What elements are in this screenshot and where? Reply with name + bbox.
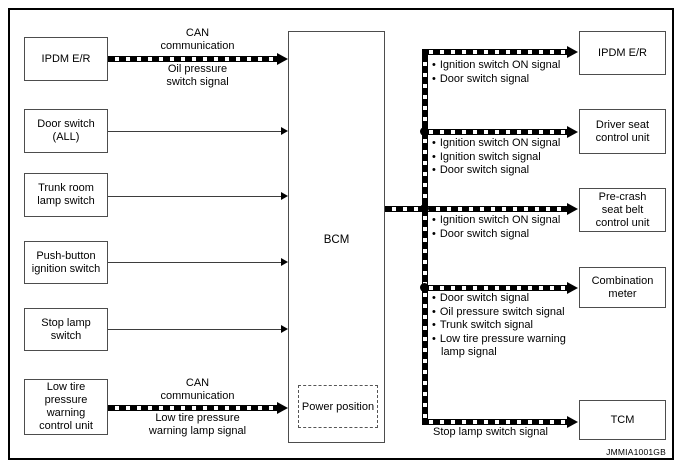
can-branch-driver-seat [422, 129, 568, 135]
node-driver-seat-control-unit: Driver seat control unit [579, 109, 666, 154]
node-bcm: BCM [288, 31, 385, 443]
signal-item: Door switch signal [432, 292, 566, 306]
signal-item: Ignition switch signal [432, 151, 560, 165]
signal-item: Ignition switch ON signal [432, 137, 560, 151]
signal-list-combination-meter: Door switch signal Oil pressure switch s… [432, 292, 566, 360]
signal-list-driver-seat: Ignition switch ON signal Ignition switc… [432, 137, 560, 178]
node-tcm: TCM [579, 400, 666, 440]
node-low-tire-pressure-warning-control-unit: Low tire pressure warning control unit [24, 379, 108, 435]
bcm-label: BCM [323, 234, 350, 246]
can-bus-vertical [422, 49, 428, 425]
signal-item: Ignition switch ON signal [432, 214, 560, 228]
signal-item: Trunk switch signal [432, 319, 566, 333]
can-branch-ipdm [422, 49, 568, 55]
signal-list-ipdm: Ignition switch ON signal Door switch si… [432, 59, 560, 86]
arrowhead-branch-ipdm [567, 46, 578, 58]
arrowhead-trunk-switch-to-bcm [281, 192, 288, 200]
arrowhead-branch-precrash [567, 203, 578, 215]
can-line-bcm-out [385, 206, 568, 212]
low-tire-warning-lamp-signal-label: Low tire pressure warning lamp signal [148, 412, 247, 437]
node-trunk-room-lamp-switch: Trunk room lamp switch [24, 173, 108, 217]
oil-pressure-switch-signal-label: Oil pressure switch signal [166, 63, 229, 88]
node-precrash-seat-belt-control-unit: Pre-crash seat belt control unit [579, 188, 666, 232]
junction-dot-combination-meter [420, 283, 429, 292]
signal-list-precrash: Ignition switch ON signal Door switch si… [432, 214, 560, 241]
arrowhead-lowtire-to-bcm [277, 402, 288, 414]
can-branch-combination-meter [422, 285, 568, 291]
signal-item: Door switch signal [432, 164, 560, 178]
can-communication-label-top: CAN communication [160, 27, 235, 52]
can-communication-label-bottom: CAN communication [160, 377, 235, 402]
stop-lamp-switch-signal-label: Stop lamp switch signal [433, 426, 548, 438]
node-combination-meter: Combination meter [579, 267, 666, 308]
arrowhead-door-switch-to-bcm [281, 127, 288, 135]
arrowhead-push-button-to-bcm [281, 258, 288, 266]
line-trunk-switch-to-bcm [108, 196, 282, 197]
line-push-button-to-bcm [108, 262, 282, 263]
arrowhead-branch-tcm [567, 416, 578, 428]
signal-item: Low tire pressure warning lamp signal [432, 333, 566, 360]
figure-code: JMMIA1001GB [606, 447, 666, 457]
node-door-switch: Door switch (ALL) [24, 109, 108, 153]
arrowhead-branch-combination-meter [567, 282, 578, 294]
line-stop-lamp-to-bcm [108, 329, 282, 330]
diagram-border [8, 8, 674, 460]
signal-item: Oil pressure switch signal [432, 306, 566, 320]
node-stop-lamp-switch: Stop lamp switch [24, 308, 108, 351]
can-line-ipdm-to-bcm [108, 56, 278, 62]
arrowhead-branch-driver-seat [567, 126, 578, 138]
can-branch-tcm [422, 419, 568, 425]
signal-item: Door switch signal [432, 73, 560, 87]
can-line-lowtire-to-bcm [108, 405, 278, 411]
signal-item: Door switch signal [432, 228, 560, 242]
line-door-switch-to-bcm [108, 131, 282, 132]
junction-dot-driver-seat [420, 127, 429, 136]
node-ipdm-er-left: IPDM E/R [24, 37, 108, 81]
node-ipdm-er-right: IPDM E/R [579, 31, 666, 75]
junction-dot-precrash [420, 204, 429, 213]
power-position-box: Power position [298, 385, 378, 428]
signal-item: Ignition switch ON signal [432, 59, 560, 73]
node-push-button-ignition-switch: Push-button ignition switch [24, 241, 108, 284]
arrowhead-ipdm-to-bcm [277, 53, 288, 65]
arrowhead-stop-lamp-to-bcm [281, 325, 288, 333]
